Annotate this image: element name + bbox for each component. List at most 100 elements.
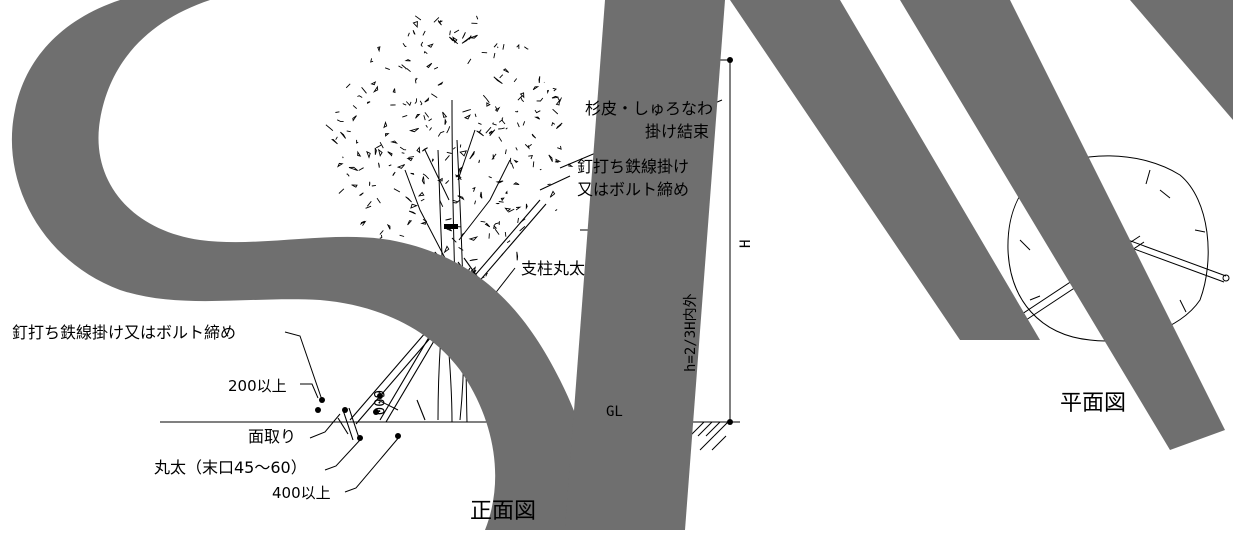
- leaf-mark: [426, 125, 428, 127]
- leaf-mark: [428, 44, 433, 47]
- leaf-mark: [425, 112, 429, 117]
- leaf-mark: [483, 95, 489, 103]
- leaf-mark: [493, 123, 497, 126]
- leaf-mark: [471, 35, 478, 38]
- leaf-mark: [417, 148, 420, 153]
- leaf-mark: [357, 96, 362, 98]
- leaf-mark: [394, 189, 400, 192]
- leaf-mark: [402, 115, 407, 117]
- leaf-mark: [524, 47, 528, 49]
- leaf-mark: [525, 144, 529, 148]
- leaf-mark: [403, 104, 406, 106]
- leaf-mark: [343, 157, 344, 158]
- leaf-mark: [411, 204, 417, 208]
- leaf-mark: [337, 120, 343, 122]
- leaf-mark: [353, 105, 357, 108]
- leaf-mark: [514, 79, 517, 82]
- leaf-mark: [376, 145, 381, 148]
- leaf-mark: [486, 223, 490, 227]
- leaf-mark: [539, 76, 540, 83]
- label-nail-wire-top-1: 釘打ち鉄線掛け: [577, 158, 689, 176]
- leaf-mark: [445, 155, 449, 160]
- leaf-mark: [557, 100, 560, 105]
- leaf-mark: [523, 121, 525, 125]
- leaf-mark: [406, 102, 411, 106]
- leaf-mark: [406, 60, 410, 61]
- leaf-mark: [424, 115, 425, 120]
- leaf-mark: [388, 152, 392, 156]
- leaf-mark: [521, 97, 524, 102]
- label-h-total: H: [737, 240, 755, 248]
- leaf-mark: [505, 232, 506, 237]
- leaf-mark: [557, 146, 561, 149]
- leaf-mark: [493, 155, 494, 160]
- leaf-mark: [406, 197, 412, 202]
- leaf-mark: [415, 98, 417, 103]
- leaf-mark: [495, 229, 499, 234]
- leaf-mark: [533, 87, 538, 90]
- label-support-log: 支柱丸太: [521, 260, 585, 278]
- leaf-mark: [532, 134, 536, 138]
- leaf-mark: [400, 235, 405, 236]
- leaf-mark: [424, 52, 427, 54]
- leaf-mark: [367, 201, 371, 206]
- leaf-mark: [421, 199, 424, 201]
- leaf-mark: [415, 80, 416, 84]
- leaf-mark: [400, 147, 406, 150]
- leaf-mark: [458, 196, 464, 200]
- leaf-mark: [434, 67, 438, 69]
- leaf-mark: [475, 114, 476, 117]
- leaf-mark: [515, 161, 518, 163]
- leaf-mark: [416, 78, 418, 80]
- leaf-mark: [536, 117, 540, 119]
- leaf-mark: [374, 87, 378, 92]
- leaf-mark: [326, 125, 333, 131]
- leaf-mark: [505, 208, 510, 211]
- leaf-mark: [366, 206, 372, 208]
- leaf-mark: [494, 77, 503, 84]
- leaf-mark: [362, 87, 367, 93]
- leaf-mark: [497, 181, 503, 183]
- leaf-mark: [439, 20, 442, 22]
- leaf-mark: [408, 159, 412, 161]
- leaf-mark: [512, 163, 514, 168]
- leaf-mark: [480, 192, 482, 198]
- leaf-mark: [438, 131, 444, 136]
- leaf-mark: [481, 221, 486, 222]
- leaf-mark: [516, 147, 518, 150]
- leaf-mark: [445, 120, 446, 125]
- leaf-mark: [422, 222, 426, 224]
- leaf-mark: [353, 116, 357, 121]
- leaf-mark: [338, 163, 342, 166]
- leaf-mark: [335, 112, 339, 113]
- leaf-mark: [529, 144, 532, 146]
- leaf-mark: [421, 42, 423, 47]
- leaf-mark: [478, 160, 479, 162]
- leaf-mark: [473, 188, 475, 192]
- leaf-mark: [552, 96, 559, 98]
- leaf-mark: [380, 235, 382, 238]
- leaf-mark: [550, 191, 554, 197]
- leaf-mark: [526, 204, 527, 208]
- leaf-mark: [359, 168, 364, 171]
- leaf-mark: [555, 162, 559, 163]
- leaf-mark: [349, 167, 358, 170]
- leaf-mark: [379, 150, 382, 156]
- leaf-mark: [371, 58, 373, 62]
- leaf-mark: [501, 198, 504, 200]
- leaf-mark: [553, 88, 556, 91]
- leaf-mark: [487, 103, 490, 106]
- leaf-mark: [443, 112, 447, 117]
- leaf-mark: [460, 145, 461, 148]
- leaf-mark: [463, 110, 471, 113]
- leaf-mark: [494, 226, 497, 228]
- leaf-mark: [347, 131, 351, 132]
- leaf-mark: [553, 109, 558, 114]
- leaf-mark: [393, 89, 395, 93]
- binding-band: [444, 224, 458, 229]
- leaf-mark: [358, 152, 361, 156]
- leaf-mark: [419, 193, 424, 196]
- label-nail-wire-left: 釘打ち鉄線掛け又はボルト締め: [12, 324, 236, 342]
- leaf-mark: [548, 184, 551, 185]
- leaf-mark: [494, 53, 495, 58]
